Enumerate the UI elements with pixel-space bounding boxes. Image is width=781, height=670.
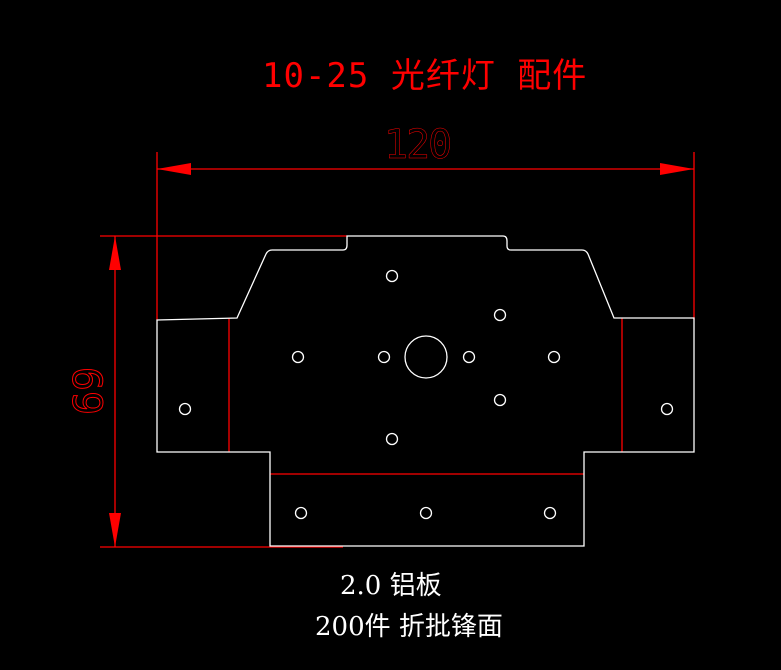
quantity-note: 200件 折批锋面 [315, 612, 503, 642]
hole [377, 350, 391, 364]
arrow-down-icon [109, 513, 121, 547]
hole [291, 350, 305, 364]
hole [660, 402, 674, 416]
material-note: 2.0 铝板 [340, 571, 442, 601]
center-hole [404, 335, 448, 379]
holes [178, 269, 674, 520]
hole [493, 393, 507, 407]
hole [385, 432, 399, 446]
arrow-left-icon [157, 163, 191, 175]
part-outline [156, 235, 695, 547]
hole [547, 350, 561, 364]
drawing-title: 10-25 光纤灯 配件 [262, 56, 588, 96]
hole [419, 506, 433, 520]
hole [543, 506, 557, 520]
hole [178, 402, 192, 416]
width-dimension-text: 120 [384, 122, 453, 169]
hole [294, 506, 308, 520]
dimension-lines [100, 152, 695, 548]
height-dimension-text: 69 [63, 366, 110, 416]
arrow-right-icon [660, 163, 694, 175]
hole [385, 269, 399, 283]
arrow-up-icon [109, 236, 121, 270]
hole [493, 308, 507, 322]
dimension-arrows [109, 163, 694, 547]
hole [462, 350, 476, 364]
